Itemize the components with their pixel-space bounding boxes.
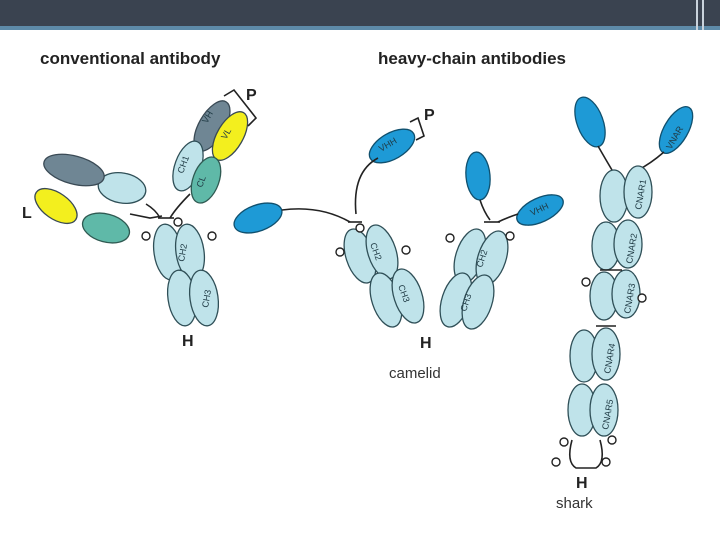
- camelid-heavy-chain-label: H: [420, 335, 432, 352]
- glycan: [581, 277, 591, 287]
- camelid2-hinge-right: [497, 213, 519, 223]
- shark-antibody: VNAR CNAR1 CNAR2 CNAR3 CNAR4 CNAR5: [551, 96, 694, 512]
- shark-tail: [568, 439, 604, 469]
- left-vl-domain: [34, 187, 78, 225]
- glycan: [335, 247, 345, 257]
- glycan: [207, 231, 217, 241]
- glycan: [355, 223, 365, 233]
- glycan: [445, 233, 455, 243]
- ch2-domain-label: CH2: [176, 243, 189, 262]
- paratope-bracket: [223, 88, 258, 127]
- camelid-hinge-right: [354, 157, 379, 215]
- paratope-label: P: [246, 87, 257, 104]
- glycan: [401, 245, 411, 255]
- cl-domain-label: CL: [194, 174, 207, 188]
- camelid-antibody: VHH CH2 CH3 VHH CH2 CH3: [233, 107, 564, 382]
- heavy-chain-antibodies-title: heavy-chain antibodies: [378, 49, 566, 68]
- glycan: [637, 293, 647, 303]
- ch3-domain-b: [188, 269, 220, 327]
- left-disulfide-bond: [129, 213, 163, 219]
- glycan: [559, 437, 569, 447]
- shark-hinge-left: [597, 145, 613, 171]
- shark-heavy-chain-label: H: [576, 475, 588, 492]
- right-cl-domain: [190, 156, 222, 204]
- camelid-paratope-bracket: [409, 116, 425, 141]
- glycan: [607, 435, 617, 445]
- shark-cnar4-b: [591, 327, 621, 381]
- glycan: [601, 457, 611, 467]
- title-bar-stripe: [702, 0, 704, 30]
- ch3-domain-label: CH3: [200, 289, 213, 308]
- hinge-left: [145, 203, 161, 219]
- camelid-hinge-left: [281, 208, 351, 223]
- light-chain-label: L: [22, 205, 32, 222]
- camelid-ch3-b: [391, 268, 425, 324]
- camelid-paratope-label: P: [424, 107, 435, 124]
- title-bar-stripe: [696, 0, 698, 30]
- conventional-antibody: VH VL CH1 CL CH2 CH3 P L H: [22, 87, 258, 350]
- left-vh-domain: [43, 153, 105, 187]
- camelid-caption: camelid: [389, 365, 441, 382]
- glycan: [141, 231, 151, 241]
- camelid2-vhh-right: [516, 194, 564, 226]
- glycan: [173, 217, 183, 227]
- shark-cnar2-b: [613, 219, 643, 269]
- camelid-vhh-right: [368, 128, 416, 164]
- shark-cnar5-b: [589, 383, 619, 437]
- heavy-chain-label: H: [182, 333, 194, 350]
- shark-caption: shark: [556, 495, 593, 512]
- camelid2-ch3-b: [461, 274, 495, 330]
- camelid-vhh-left: [233, 202, 283, 234]
- vl-domain-label: VL: [219, 126, 233, 141]
- conventional-antibody-title: conventional antibody: [40, 49, 221, 68]
- hinge-right: [169, 193, 191, 219]
- shark-cnar1-b: [623, 165, 653, 219]
- camelid2-hinge-left: [479, 199, 491, 221]
- left-cl-domain: [81, 212, 131, 244]
- glycan: [551, 457, 561, 467]
- shark-vnar-left: [574, 96, 606, 148]
- title-bar-accent-line: [0, 26, 720, 30]
- glycan: [505, 231, 515, 241]
- slide-title-bar: [0, 0, 720, 26]
- camelid2-vhh-top: [465, 151, 491, 201]
